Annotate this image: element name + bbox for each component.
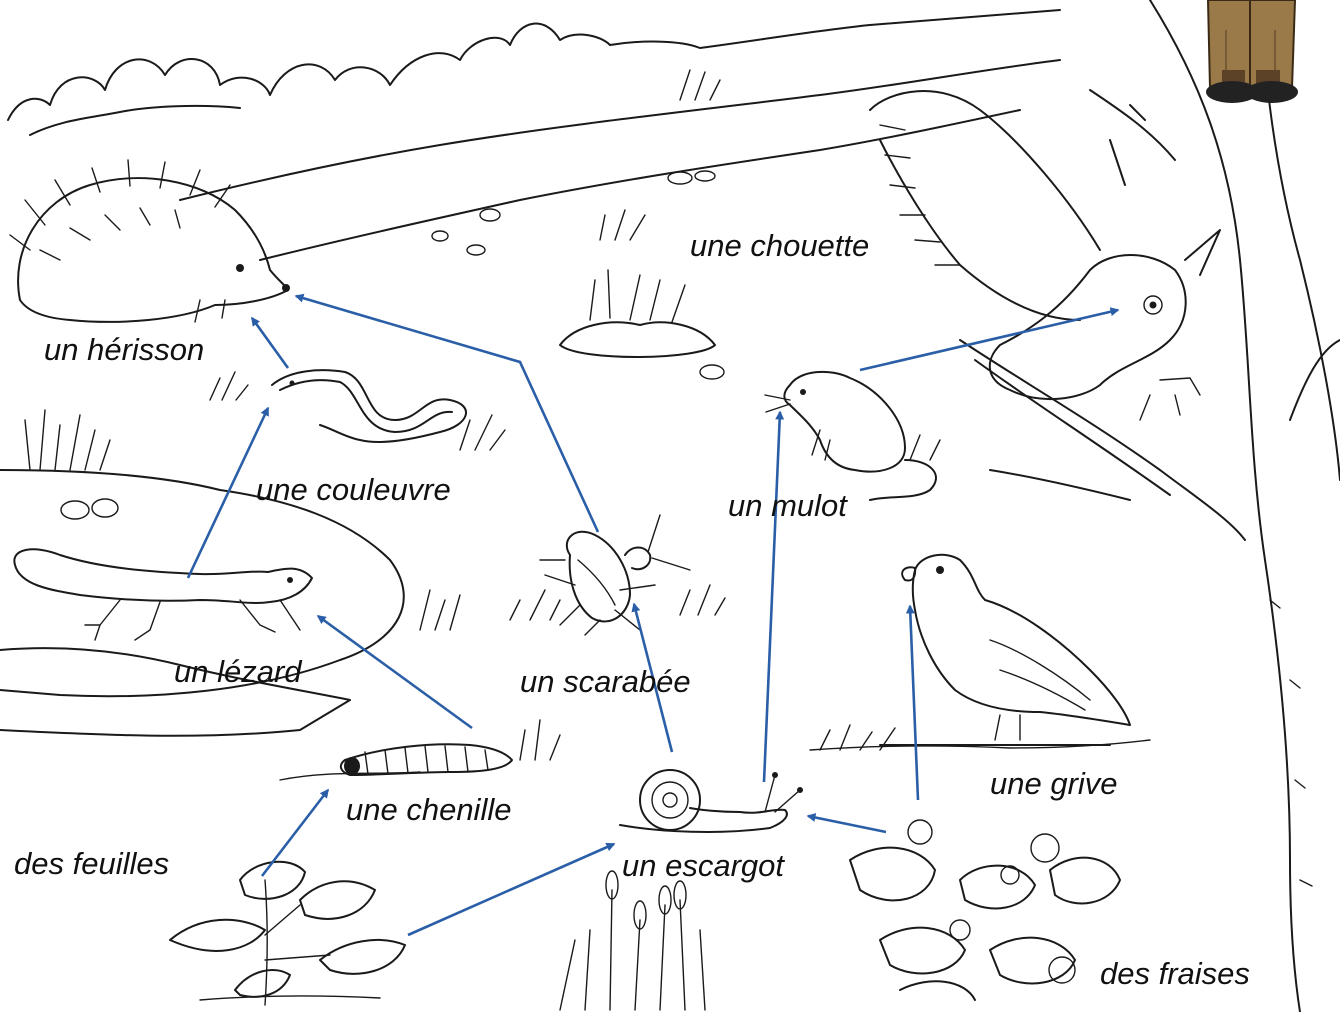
arrow-chenille-to-lezard — [318, 616, 472, 728]
label-fraises: des fraises — [1100, 958, 1250, 989]
label-chenille: une chenille — [346, 794, 511, 825]
stone-ledge — [0, 470, 404, 736]
owl-drawing — [870, 91, 1220, 420]
snake-drawing — [272, 370, 466, 442]
snail-drawing — [620, 770, 803, 832]
label-chouette: une chouette — [690, 230, 869, 261]
reeds — [560, 871, 705, 1010]
rock-with-flowers — [560, 270, 724, 379]
mouse-drawing — [765, 372, 936, 500]
thrush-drawing — [880, 555, 1130, 745]
leaves-plant-drawing — [170, 862, 405, 1005]
arrow-fraises-to-grive — [910, 606, 918, 800]
arrow-couleuvre-to-herisson — [252, 318, 288, 368]
label-mulot: un mulot — [728, 490, 847, 521]
label-scarabee: un scarabée — [520, 666, 691, 697]
label-lezard: un lézard — [174, 656, 302, 687]
pebbles-top — [432, 171, 715, 255]
right-shoe — [1246, 81, 1298, 103]
beetle-drawing — [540, 515, 690, 635]
strawberry-plant-drawing — [850, 820, 1120, 1000]
label-herisson: un hérisson — [44, 334, 204, 365]
treeline — [8, 10, 1060, 120]
arrow-feuilles-to-chenille — [262, 790, 328, 876]
label-grive: une grive — [990, 768, 1118, 799]
caterpillar-drawing — [341, 744, 512, 775]
cartoon-character — [1206, 0, 1298, 103]
label-escargot: un escargot — [622, 850, 784, 881]
label-feuilles: des feuilles — [14, 848, 169, 879]
label-couleuvre: une couleuvre — [256, 474, 451, 505]
arrow-escargot-to-mulot — [764, 412, 780, 782]
arrow-feuilles-to-escargot — [408, 844, 614, 935]
tree-branch — [960, 340, 1245, 540]
treeline-inner — [30, 106, 240, 135]
arrow-mulot-to-chouette — [860, 310, 1118, 370]
meadow-edge-2 — [260, 110, 1020, 260]
tree — [960, 0, 1340, 1012]
arrow-fraises-to-escargot — [808, 816, 886, 832]
lizard-drawing — [14, 549, 312, 640]
food-chain-arrows — [188, 296, 1118, 935]
